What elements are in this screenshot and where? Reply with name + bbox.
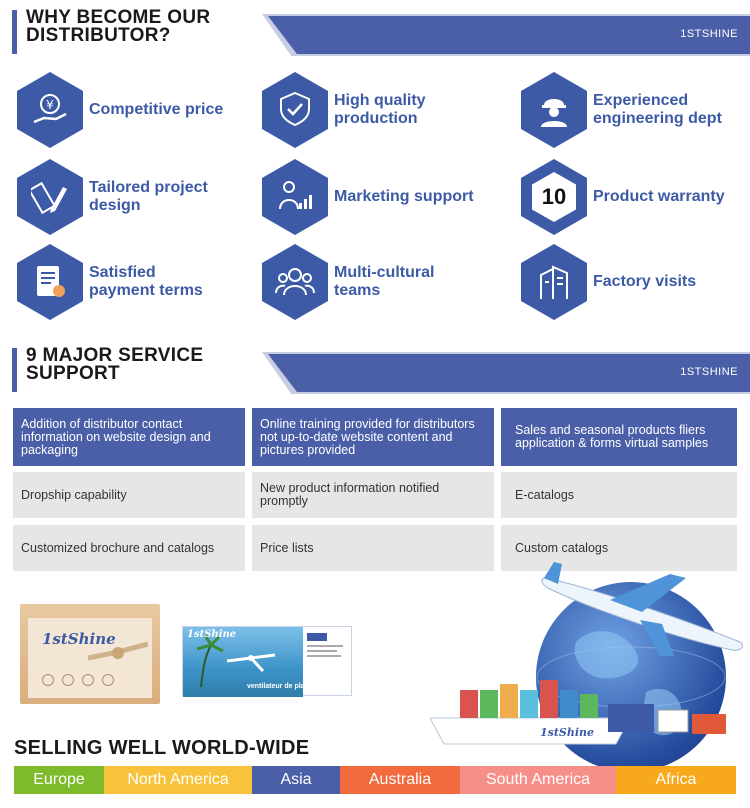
title-line-1: 9 MAJOR SERVICE: [26, 345, 204, 366]
region-africa: Africa: [616, 766, 736, 794]
service-cell: Dropship capability: [13, 472, 245, 518]
brand-label: 1STSHINE: [680, 366, 738, 378]
benefit-competitive-price: ¥ Competitive price: [17, 72, 239, 148]
product-brand-logo: 1stShine: [42, 630, 116, 648]
region-north-america: North America: [104, 766, 252, 794]
engineer-icon: [521, 72, 587, 148]
brand-label: 1STSHINE: [680, 28, 738, 40]
svg-text:¥: ¥: [46, 98, 54, 112]
header-accent-bar: [12, 10, 17, 54]
product-caption: ventilateur de plafond: [247, 683, 320, 690]
product-box-face: 1stShine: [28, 618, 152, 698]
header-band: [268, 16, 750, 54]
service-cell: Custom catalogs: [501, 525, 737, 571]
region-bar: Europe North America Asia Australia Sout…: [14, 766, 736, 794]
section-header-service: 9 MAJOR SERVICE SUPPORT 1STSHINE: [0, 346, 750, 396]
benefit-label: Marketing support: [334, 188, 474, 205]
header-band: [268, 354, 750, 392]
region-asia: Asia: [252, 766, 340, 794]
benefit-warranty: 10 Product warranty: [521, 159, 743, 235]
benefit-factory-visits: Factory visits: [521, 244, 743, 320]
pencil-ruler-icon: [17, 159, 83, 235]
beach-scene: [183, 627, 303, 697]
worldwide-title: SELLING WELL WORLD-WIDE: [14, 737, 310, 759]
airplane-image: [541, 562, 743, 656]
yen-hand-icon: ¥: [17, 72, 83, 148]
service-cell: E-catalogs: [501, 472, 737, 518]
header-accent-bar: [12, 348, 17, 392]
benefit-label: Competitive price: [89, 101, 224, 118]
benefit-label: Factory visits: [593, 273, 697, 290]
service-cell: Price lists: [252, 525, 494, 571]
quality-badge-icon: [262, 72, 328, 148]
team-icon: [262, 244, 328, 320]
section-title-service: 9 MAJOR SERVICE SUPPORT: [26, 345, 204, 384]
service-cell: Online training provided for distributor…: [252, 408, 494, 466]
box-side-panel: [307, 633, 347, 691]
service-cell: Addition of distributor contact informat…: [13, 408, 245, 466]
benefit-label: Product warranty: [593, 188, 725, 205]
title-line-1: WHY BECOME OUR: [26, 7, 211, 28]
region-australia: Australia: [340, 766, 460, 794]
factory-building-icon: [521, 244, 587, 320]
product-box-white: 1stShine ventilateur de plafond: [182, 626, 352, 697]
title-line-2: SUPPORT: [26, 363, 120, 384]
title-line-2: DISTRIBUTOR?: [26, 25, 171, 46]
region-south-america: South America: [460, 766, 616, 794]
document-seal-icon: [17, 244, 83, 320]
section-header-distributor: WHY BECOME OUR DISTRIBUTOR? 1STSHINE: [0, 8, 750, 58]
cargo-ship-image: 1stShine: [430, 680, 726, 745]
ship-brand-logo: 1stShine: [540, 726, 594, 739]
warranty-number: 10: [541, 184, 567, 209]
service-cell: Sales and seasonal products fliers appli…: [501, 408, 737, 466]
section-title-distributor: WHY BECOME OUR DISTRIBUTOR?: [26, 7, 211, 46]
warranty-10-icon: 10: [521, 159, 587, 235]
region-europe: Europe: [14, 766, 104, 794]
service-cell: Customized brochure and catalogs: [13, 525, 245, 571]
product-box-kraft: 1stShine: [20, 604, 160, 704]
product-brand-logo: 1stShine: [187, 629, 237, 640]
benefit-marketing: Marketing support: [262, 159, 484, 235]
service-cell: New product information notified promptl…: [252, 472, 494, 518]
presenter-chart-icon: [262, 159, 328, 235]
